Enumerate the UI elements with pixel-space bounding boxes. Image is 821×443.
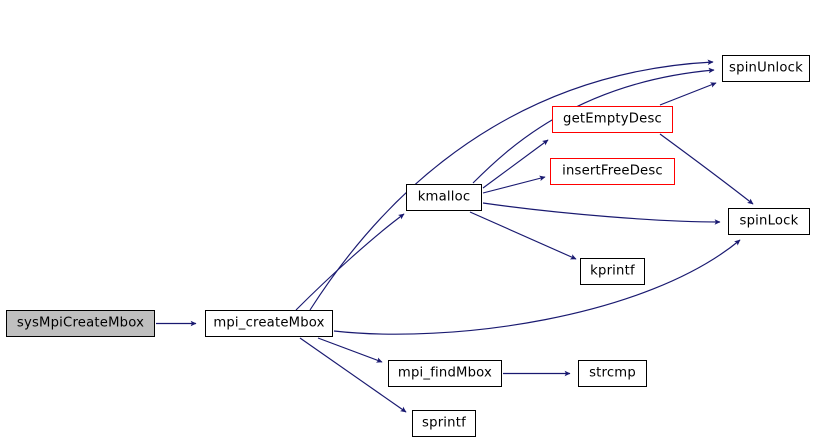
edge-mpi_createMbox-to-spinLock [333, 239, 741, 335]
node-label-sysMpiCreateMbox: sysMpiCreateMbox [16, 315, 145, 331]
node-label-mpi_findMbox: mpi_findMbox [397, 365, 493, 381]
node-label-spinLock: spinLock [739, 213, 799, 229]
edge-kmalloc-to-insertFreeDesc [482, 175, 546, 194]
node-mpi_findMbox[interactable]: mpi_findMbox [388, 360, 502, 387]
node-sysMpiCreateMbox[interactable]: sysMpiCreateMbox [6, 310, 155, 337]
node-kmalloc[interactable]: kmalloc [406, 184, 482, 211]
edge-getEmptyDesc-to-spinUnlock [659, 82, 717, 106]
edge-getEmptyDesc-to-spinLock [659, 133, 754, 205]
node-sprintf[interactable]: sprintf [412, 410, 476, 437]
node-label-insertFreeDesc: insertFreeDesc [562, 163, 663, 179]
node-label-strcmp: strcmp [589, 365, 636, 381]
edge-mpi_createMbox-to-spinUnlock [309, 59, 714, 311]
edge-kmalloc-to-spinLock [482, 202, 721, 225]
node-getEmptyDesc[interactable]: getEmptyDesc [552, 106, 673, 133]
edge-kmalloc-to-getEmptyDesc [482, 139, 549, 189]
node-label-mpi_createMbox: mpi_createMbox [213, 315, 325, 331]
edge-kmalloc-to-kprintf [469, 211, 577, 260]
node-mpi_createMbox[interactable]: mpi_createMbox [205, 310, 333, 337]
node-kprintf[interactable]: kprintf [580, 258, 645, 285]
node-spinLock[interactable]: spinLock [728, 208, 810, 235]
node-spinUnlock[interactable]: spinUnlock [722, 55, 810, 82]
node-strcmp[interactable]: strcmp [578, 360, 647, 387]
edge-mpi_createMbox-to-mpi_findMbox [317, 337, 383, 363]
edge-mpi_createMbox-to-sprintf [299, 337, 407, 413]
edge-mpi_createMbox-to-kmalloc [295, 213, 405, 311]
node-label-kprintf: kprintf [590, 263, 635, 279]
node-label-spinUnlock: spinUnlock [729, 60, 803, 76]
node-label-sprintf: sprintf [422, 415, 466, 431]
node-label-kmalloc: kmalloc [417, 189, 471, 205]
node-insertFreeDesc[interactable]: insertFreeDesc [550, 158, 675, 185]
node-label-getEmptyDesc: getEmptyDesc [563, 111, 662, 127]
